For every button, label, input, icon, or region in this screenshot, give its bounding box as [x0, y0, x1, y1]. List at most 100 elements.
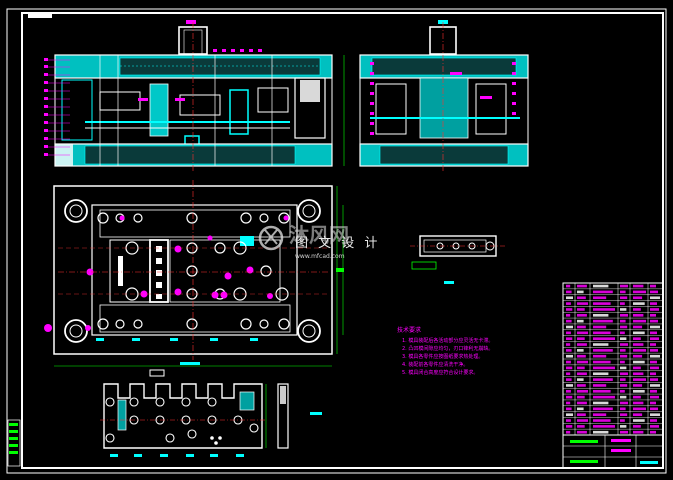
parts-list-cell-text — [593, 337, 615, 340]
parts-list-cell-text — [620, 354, 628, 358]
parts-list-cell-text — [620, 337, 627, 340]
inner-frame — [21, 12, 664, 469]
technical-notes: 技术要求 1. 模具装配后各活动部分应灵活无卡滞。 2. 凸凹模间隙应均匀，刃口… — [397, 326, 493, 376]
watermark-domain: www.mfcad.com — [295, 253, 345, 260]
notes-line-4: 4. 装配前各零件应清洗干净。 — [402, 361, 468, 368]
parts-list-cell-text — [620, 296, 628, 300]
parts-list-cell-text — [650, 302, 657, 305]
parts-list-cell-text — [633, 425, 641, 428]
parts-list-cell-text — [577, 430, 587, 434]
parts-list-cell-text — [566, 343, 571, 346]
parts-list-cell-text — [650, 378, 658, 381]
parts-list-cell-text — [593, 313, 609, 317]
parts-list-cell-text — [633, 337, 641, 340]
parts-list-cell-text — [577, 395, 585, 399]
parts-list-cell-text — [633, 302, 645, 305]
parts-list-cell-text — [650, 319, 658, 323]
parts-list-cell-text — [577, 413, 586, 416]
parts-list-cell-text — [650, 366, 659, 370]
parts-list-cell-text — [650, 401, 656, 405]
parts-list-cell-text — [633, 366, 641, 370]
parts-list-cell-text — [566, 308, 573, 311]
parts-list-cell-text — [620, 313, 628, 317]
parts-list-cell-text — [650, 290, 658, 294]
title-block — [562, 434, 664, 469]
parts-list-cell-text — [650, 430, 656, 434]
parts-list-cell-text — [593, 407, 613, 411]
parts-list-cell-text — [577, 313, 587, 317]
parts-list-cell-text — [633, 378, 646, 381]
parts-list-cell-text — [633, 319, 646, 323]
parts-list-cell-text — [620, 384, 628, 387]
parts-list-cell-text — [620, 419, 625, 422]
parts-list-cell-text — [650, 349, 658, 352]
parts-list-cell-text — [633, 349, 646, 352]
parts-list-cell-text — [593, 349, 613, 352]
parts-list-cell-text — [650, 372, 656, 376]
parts-list-cell-text — [620, 389, 625, 393]
watermark-logo-glyphs: 沐风网 — [289, 223, 349, 247]
parts-list-cell-text — [620, 325, 628, 329]
parts-list-cell-text — [650, 325, 660, 329]
parts-list-cell-text — [577, 354, 586, 358]
parts-list-cell-text — [633, 395, 641, 399]
parts-list-cell-text — [577, 337, 585, 340]
parts-list-cell-text — [577, 296, 586, 300]
parts-list-cell-text — [620, 425, 627, 428]
parts-list-cell-text — [593, 290, 613, 294]
parts-list-cell-text — [566, 313, 571, 317]
parts-list-cell-text — [593, 360, 611, 364]
parts-list-cell-text — [566, 372, 571, 376]
parts-list-cell-text — [633, 419, 645, 422]
strip-layout-view — [100, 369, 322, 457]
parts-list-cell-text — [593, 331, 611, 335]
parts-list-cell-text — [593, 366, 615, 370]
parts-list-cell-text — [650, 284, 656, 288]
parts-list-cell-text — [566, 349, 572, 352]
notes-line-1: 1. 模具装配后各活动部分应灵活无卡滞。 — [402, 337, 493, 344]
parts-list-cell-text — [577, 425, 585, 428]
notes-heading: 技术要求 — [397, 326, 421, 334]
parts-list-cell-text — [577, 419, 588, 422]
parts-list-cell-text — [620, 284, 628, 288]
parts-list-cell-text — [633, 389, 645, 393]
parts-list-cell-text — [650, 308, 659, 311]
parts-list-cell-text — [566, 296, 573, 300]
parts-list-cell-text — [650, 296, 660, 300]
parts-list-cell-text — [650, 354, 660, 358]
parts-list-cell-text — [577, 366, 585, 370]
parts-list-cell-text — [566, 413, 573, 416]
parts-list-cell-text — [620, 360, 625, 364]
parts-list-cell-text — [593, 413, 607, 416]
parts-list-cell-text — [577, 331, 588, 335]
parts-list-cell-text — [633, 407, 646, 411]
parts-list-cell-text — [566, 360, 571, 364]
parts-list-cell-text — [566, 425, 573, 428]
parts-list-cell-text — [566, 384, 573, 387]
parts-list-cell-text — [593, 296, 607, 300]
parts-list-cell-text — [650, 407, 658, 411]
parts-list-cell-text — [566, 401, 571, 405]
parts-list-cell-text — [566, 407, 572, 411]
parts-list-cell-text — [566, 389, 571, 393]
parts-list-table — [562, 282, 664, 436]
parts-list-cell-text — [620, 372, 628, 376]
parts-list-cell-text — [620, 343, 628, 346]
parts-list-cell-text — [593, 395, 615, 399]
corner-tag — [28, 14, 52, 18]
parts-list-cell-text — [593, 378, 613, 381]
parts-list-cell-text — [620, 319, 626, 323]
watermark-logo-icon: 沐风网 — [258, 223, 349, 251]
parts-list-cell-text — [593, 419, 611, 422]
watermark: 沐风网 图 文 设 计 www.mfcad.com — [255, 222, 415, 262]
parts-list-cell-text — [593, 319, 613, 323]
parts-list-cell-text — [577, 343, 587, 346]
parts-list-cell-text — [566, 337, 573, 340]
parts-list-cell-text — [593, 284, 609, 288]
plan-view — [44, 180, 344, 367]
watermark-site-name: 图 文 设 计 — [295, 236, 381, 251]
parts-list-cell-text — [577, 389, 588, 393]
parts-list-cell-text — [620, 395, 627, 399]
parts-list-cell-text — [566, 331, 571, 335]
parts-list-cell-text — [650, 384, 660, 387]
